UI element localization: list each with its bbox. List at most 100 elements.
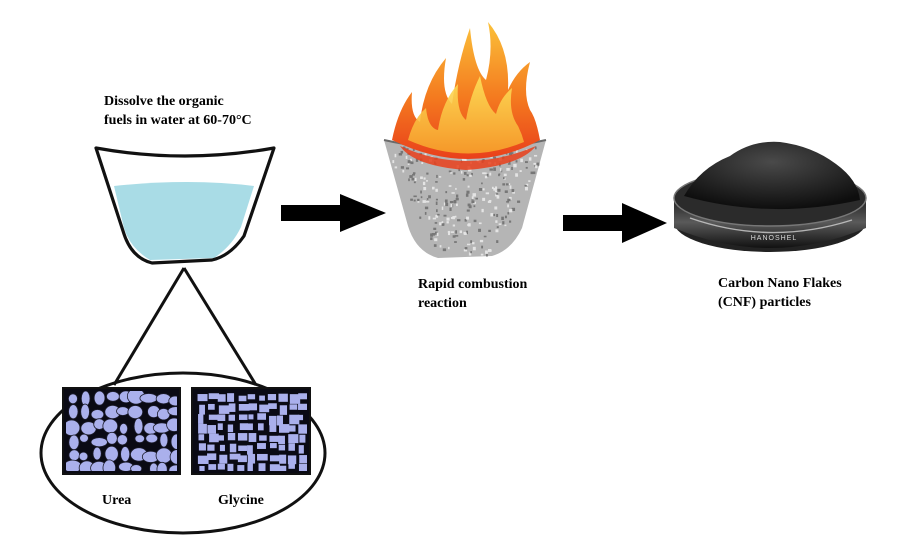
ash-speck <box>498 173 500 177</box>
glycine-particle <box>219 444 225 452</box>
urea-particle <box>159 432 169 448</box>
ash-speck <box>479 239 484 243</box>
ash-speck <box>454 241 457 243</box>
ash-speck <box>460 170 463 174</box>
glycine-particle <box>288 463 295 469</box>
ash-speck <box>413 199 416 202</box>
ash-speck <box>459 230 463 234</box>
ash-speck <box>525 183 529 186</box>
urea-particle <box>133 417 144 435</box>
ash-speck <box>430 237 433 241</box>
ash-speck <box>400 166 405 169</box>
ash-speck <box>423 177 426 180</box>
ash-speck <box>455 187 457 190</box>
glycine-particle <box>209 433 219 443</box>
ash-speck <box>484 175 488 179</box>
ash-speck <box>509 196 512 200</box>
glycine-particle <box>279 454 287 464</box>
dissolve-step-label: Dissolve the organic fuels in water at 6… <box>104 92 252 130</box>
ash-speck <box>495 229 499 233</box>
ash-speck <box>438 176 442 178</box>
glycine-particle <box>237 455 247 463</box>
ash-speck <box>489 168 493 171</box>
ash-speck <box>471 198 474 201</box>
ash-speck <box>435 198 438 201</box>
ash-speck <box>481 182 483 185</box>
ash-speck <box>407 163 410 165</box>
ash-speck <box>466 174 469 177</box>
ash-speck <box>455 197 459 201</box>
ash-speck <box>435 231 438 235</box>
ash-speck <box>525 186 528 191</box>
ash-speck <box>439 245 442 248</box>
glycine-particle <box>257 453 268 461</box>
urea-label: Urea <box>102 493 132 508</box>
glycine-particle <box>289 404 298 410</box>
urea-particle <box>168 395 177 407</box>
ash-speck <box>455 230 458 234</box>
flame-icon <box>392 22 540 170</box>
ash-speck <box>420 190 422 194</box>
urea-particle <box>67 393 78 405</box>
ash-speck <box>454 235 459 237</box>
ash-speck <box>507 204 509 208</box>
glycine-particle <box>198 423 207 434</box>
urea-particle <box>90 437 108 448</box>
ash-speck <box>511 189 515 193</box>
ash-speck <box>456 194 459 198</box>
urea-particle <box>116 406 130 416</box>
ash-speck <box>464 218 467 222</box>
ash-speck <box>493 187 496 191</box>
urea-particle <box>145 433 159 444</box>
ash-speck <box>486 173 489 177</box>
ash-speck <box>443 214 447 217</box>
ash-speck <box>492 213 496 217</box>
ash-speck <box>446 221 449 224</box>
ash-speck <box>407 160 411 164</box>
dish-brand-label: HANOSHEL <box>751 235 798 242</box>
glycine-particle <box>288 434 299 444</box>
ash-speck <box>488 249 492 252</box>
ash-speck <box>481 245 484 249</box>
ash-speck <box>445 202 449 207</box>
glycine-particle <box>207 425 217 434</box>
ash-speck <box>448 170 452 173</box>
urea-particle <box>167 406 177 417</box>
glycine-particle <box>257 413 267 420</box>
ash-speck <box>509 185 512 189</box>
glycine-particle <box>278 435 285 445</box>
ash-speck <box>449 200 454 204</box>
ash-speck <box>515 160 518 163</box>
ash-speck <box>431 186 435 190</box>
ash-speck <box>432 217 437 220</box>
glycine-particle <box>208 403 215 410</box>
ash-speck <box>415 158 419 162</box>
ash-speck <box>420 196 423 199</box>
glycine-particle <box>198 443 206 451</box>
urea-particle <box>68 434 80 451</box>
ash-speck <box>451 192 455 194</box>
ash-speck <box>485 192 490 195</box>
glycine-particle <box>217 463 225 470</box>
glycine-particle <box>269 424 277 432</box>
ash-speck <box>466 243 471 246</box>
ash-speck <box>481 208 484 213</box>
ash-speck <box>512 191 515 194</box>
ash-speck <box>495 194 499 197</box>
ash-speck <box>533 162 537 165</box>
product-step-label: Carbon Nano Flakes (CNF) particles <box>718 274 842 312</box>
glycine-particle <box>227 393 235 402</box>
glycine-particle <box>247 423 253 431</box>
urea-particle <box>106 391 120 402</box>
urea-particle <box>92 446 102 461</box>
ash-speck <box>433 227 437 230</box>
glycine-particle <box>269 443 277 449</box>
glycine-particle <box>279 405 288 415</box>
ash-speck <box>508 153 512 156</box>
glycine-particle <box>299 455 307 464</box>
glycine-particle <box>247 453 256 464</box>
glycine-particle <box>228 414 236 421</box>
ash-speck <box>520 158 523 163</box>
ash-speck <box>441 223 445 226</box>
ash-speck <box>532 171 536 175</box>
